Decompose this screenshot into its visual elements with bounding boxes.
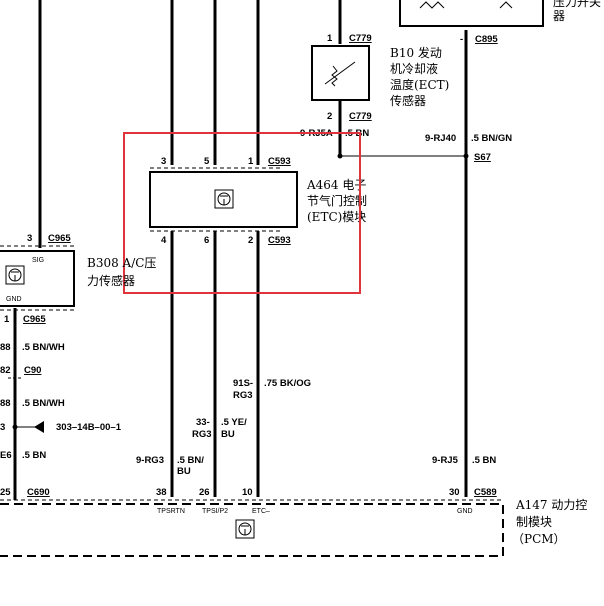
b308-pin-top: 3 [27,233,32,244]
wire-rg3-33-color2: BU [221,429,235,440]
b10-title-4: 传感器 [390,93,426,108]
a464-conn-bottom: C593 [268,235,291,246]
wire-rg3-9-color2: BU [177,466,191,477]
wire-rg3-9-circuit: 9-RG3 [136,455,164,466]
a464-title-3: (ETC)模块 [307,210,366,224]
b308-ac-sensor: 3 C965 SIG GND 1 C965 B308 A/C压 力传感器 [0,233,156,325]
pcm-pin-30: 30 [449,487,460,498]
top-right-box [399,0,544,27]
b308-box [0,250,75,307]
b10-conn-bottom: C779 [349,111,372,122]
pcm-title-1: A147 动力控 [515,498,587,512]
wire-rj5-color: .5 BN [472,455,496,466]
highlight-box [123,132,361,294]
a464-etc-module: 3 5 1 C593 4 6 2 C593 A464 电子 节气门控制 (ETC… [149,156,367,246]
wire-rg3-91-circuit: 91S- [233,378,253,389]
b308-title-1: B308 A/C压 [87,256,156,270]
b10-ect-sensor: 1 C779 2 C779 B10 发动 机冷却液 温度(ECT) 传感器 [311,33,449,122]
b308-gnd: GND [6,296,22,303]
top-right-title-1: 压力开关 [553,0,601,9]
left-w4-color: .5 BN [22,450,46,461]
a464-pin-2: 2 [248,235,253,246]
b10-conn-top: C779 [349,33,372,44]
wire-rg3-9-color: .5 BN/ [177,455,204,466]
a464-pin-4: 4 [161,235,167,246]
resistor-icon [419,1,513,9]
b308-conn-bottom: C965 [23,314,46,325]
splice-dot-left [337,153,343,159]
a464-pin-5: 5 [204,156,210,167]
a464-pin-1: 1 [248,156,254,167]
b308-title-2: 力传感器 [87,273,135,288]
a464-conn-top: C593 [268,156,291,167]
left-w2-conn: C90 [24,365,41,376]
b308-sig: SIG [32,257,44,264]
wire-rg3-33-circuit2: RG3 [192,429,212,440]
left-w4-code: E6 [0,450,12,461]
a464-pin-6: 6 [204,235,209,246]
b10-title-1: B10 发动 [390,45,442,60]
pcm-term-tpsip2: TPSI/P2 [202,508,228,515]
left-w2-code: 82 [0,365,11,376]
splice-label: S67 [474,152,491,163]
b308-pin-bottom: 1 [4,314,10,325]
wire-rg3-33-circuit: 33- [196,417,210,428]
a464-title-1: A464 电子 [306,178,366,192]
left-w1-code: 88 [0,342,11,353]
pcm-title-3: （PCM） [512,532,566,546]
wire-rj40-circuit: 9-RJ40 [425,133,456,144]
pcm-pin-left: 25 [0,487,11,498]
pcm-box [0,503,504,557]
wire-rj40-color: .5 BN/GN [471,133,512,144]
left-w3-color: .5 BN/WH [22,398,65,409]
b10-pin-bottom: 2 [327,111,332,122]
a464-title-2: 节气门控制 [307,193,367,208]
wire-rj5-circuit: 9-RJ5 [432,455,459,466]
wire-rg3-91-circuit2: RG3 [233,390,253,401]
pcm-term-gnd: GND [457,508,473,515]
pcm-conn: C589 [474,487,497,498]
top-right-conn: C895 [475,34,498,45]
pcm-pin-26: 26 [199,487,210,498]
pcm-term-etc: ETC– [252,508,270,515]
b10-pin-top: 1 [327,33,333,44]
pcm-pin-10: 10 [242,487,253,498]
ref-arrow-icon [34,421,44,433]
left-w3-code: 88 [0,398,11,409]
pcm-title-2: 制模块 [516,515,552,529]
pcm-pin-38: 38 [156,487,167,498]
splice-dot-right [463,153,469,159]
pcm-conn-left: C690 [27,487,50,498]
b10-title-3: 温度(ECT) [390,77,449,92]
wire-rg3-91-color: .75 BK/OG [264,378,311,389]
top-right-pin: - [460,34,463,45]
top-right-component: 压力开关 器 - C895 [399,0,601,45]
pcm-term-tpsrtn: TPSRTN [157,508,185,515]
a147-pcm: 25 C690 38 26 10 30 C589 TPSRTN TPSI/P2 … [0,487,587,557]
left-ref-text: 303–14B–00–1 [56,422,122,433]
thermistor-icon [324,61,356,85]
left-w1-color: .5 BN/WH [22,342,65,353]
left-ref-code: 3 [0,422,5,433]
b308-conn-top: C965 [48,233,71,244]
b10-title-2: 机冷却液 [390,61,438,76]
a464-pin-3: 3 [161,156,166,167]
top-right-title-2: 器 [553,9,565,23]
wire-rg3-33-color: .5 YE/ [221,417,247,428]
